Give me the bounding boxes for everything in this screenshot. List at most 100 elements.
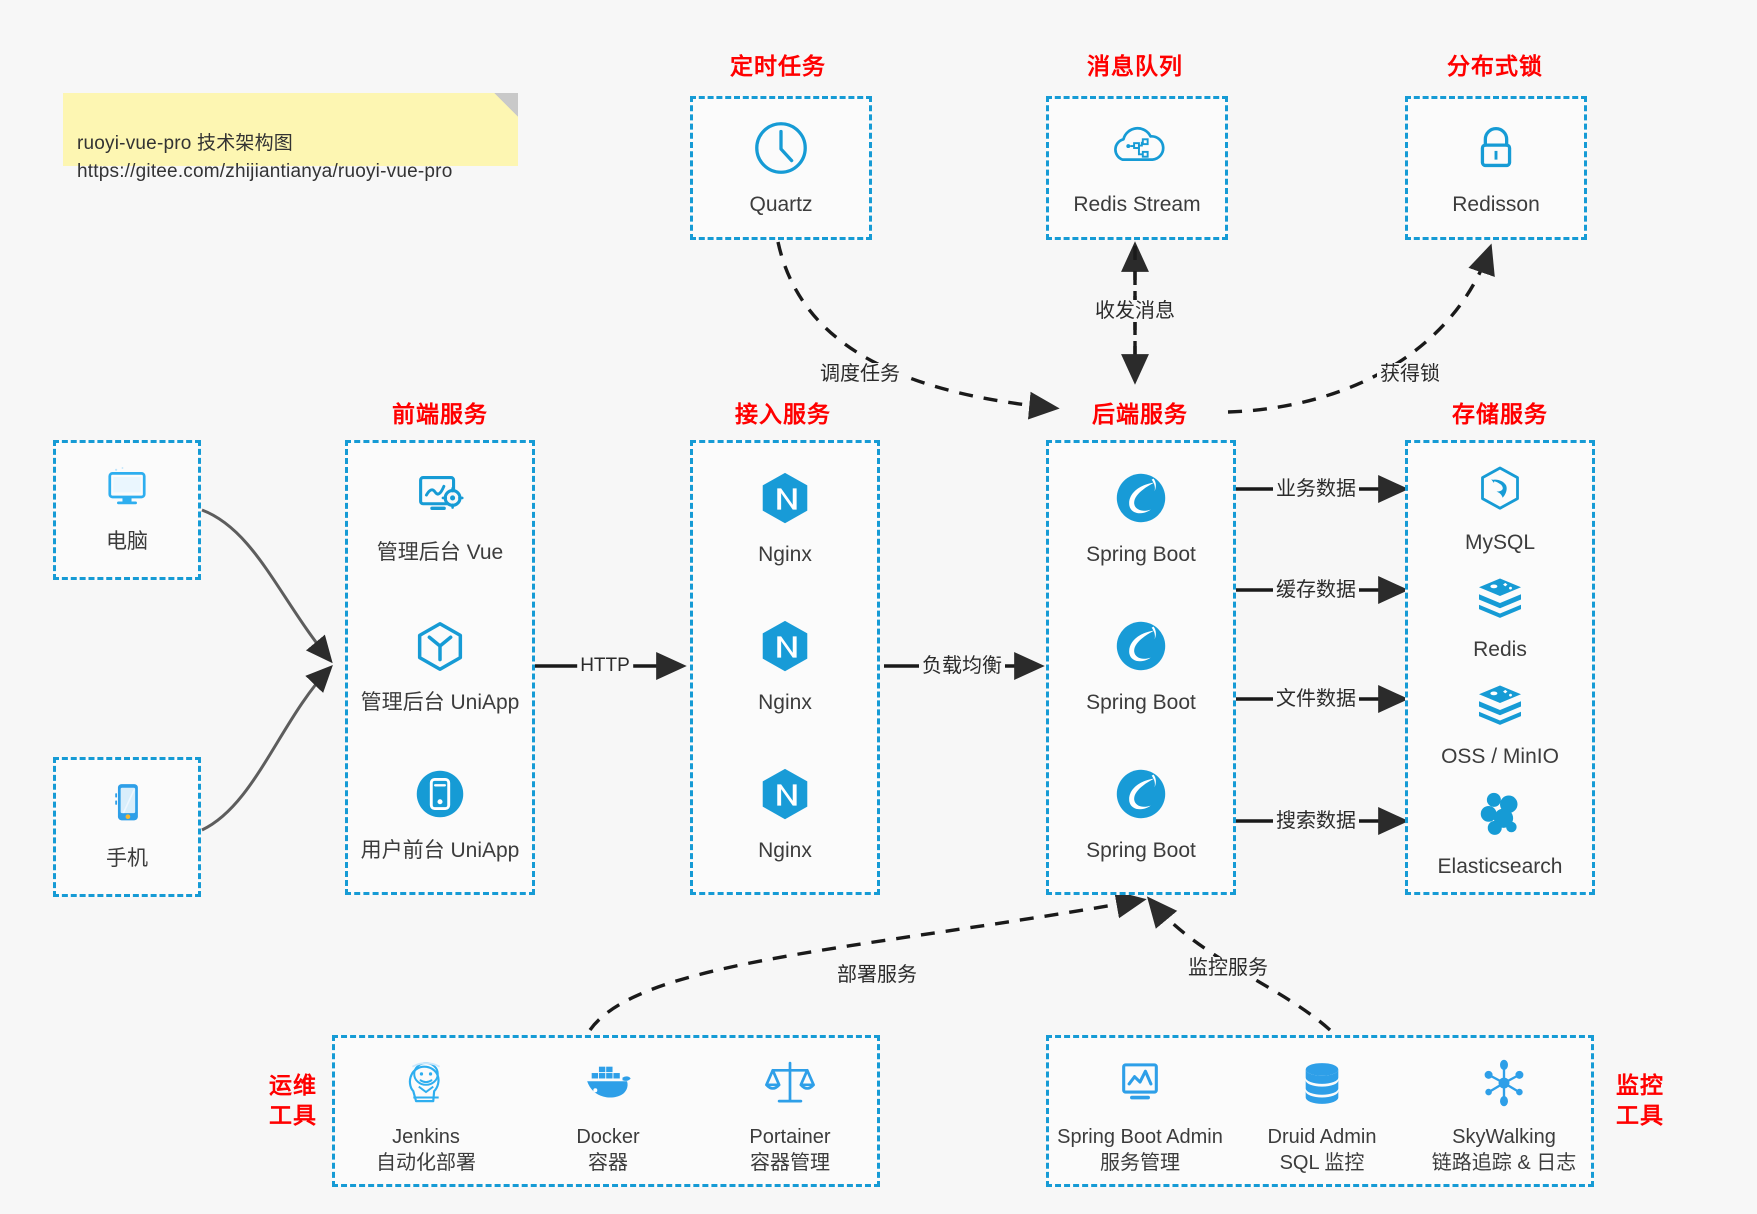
group-title-scheduled: 定时任务 — [730, 53, 826, 79]
node-label: Nginx — [758, 691, 812, 714]
spring-icon — [1110, 467, 1172, 534]
app-icon — [409, 763, 471, 830]
node-druid-admin[interactable]: Druid Admin SQL 监控 — [1231, 1054, 1413, 1176]
spring-icon — [1110, 615, 1172, 682]
node-label: Spring Boot — [1086, 839, 1196, 862]
note-fold-corner — [494, 93, 518, 117]
edge-label-acquire-lock: 获得锁 — [1377, 363, 1443, 385]
node-jenkins[interactable]: Jenkins 自动化部署 — [335, 1054, 517, 1176]
edge-mobile-to-frontend — [201, 664, 333, 832]
elasticsearch-icon — [1472, 785, 1528, 846]
node-quartz[interactable]: Quartz — [693, 117, 869, 218]
group-box-devops: Jenkins 自动化部署 Docker 容器 — [332, 1035, 880, 1187]
group-box-mobile: 手机 — [53, 757, 201, 897]
group-title-gateway: 接入服务 — [735, 401, 831, 427]
mobile-icon — [98, 775, 156, 838]
group-box-mq: Redis Stream — [1046, 96, 1228, 240]
group-box-lock: Redisson — [1405, 96, 1587, 240]
node-label: Quartz — [749, 193, 813, 216]
lock-icon — [1465, 117, 1527, 184]
nginx-icon — [754, 615, 816, 682]
group-box-monitor: Spring Boot Admin 服务管理 Druid Admin SQL 监… — [1046, 1035, 1594, 1187]
node-nginx-3[interactable]: Nginx — [693, 763, 877, 864]
node-oss-minio[interactable]: OSS / MinIO — [1408, 675, 1592, 770]
portainer-icon — [761, 1054, 819, 1117]
clock-icon — [750, 117, 812, 184]
node-label: Redisson — [1452, 193, 1540, 216]
edge-acquire-lock — [1227, 243, 1495, 414]
node-label: Spring Boot Admin 服务管理 — [1057, 1126, 1223, 1174]
node-label: Druid Admin SQL 监控 — [1267, 1126, 1377, 1174]
edge-label-monitor-service: 监控服务 — [1185, 957, 1271, 979]
edge-label-business-data: 业务数据 — [1273, 478, 1359, 500]
node-portainer[interactable]: Portainer 容器管理 — [699, 1054, 881, 1176]
node-spring-boot-3[interactable]: Spring Boot — [1049, 763, 1233, 864]
docker-icon — [579, 1054, 637, 1117]
node-label: OSS / MinIO — [1441, 745, 1559, 768]
node-label: Docker 容器 — [576, 1126, 640, 1174]
group-box-storage: MySQL Redis — [1405, 440, 1595, 895]
mysql-icon — [1472, 461, 1528, 522]
group-title-storage: 存储服务 — [1452, 401, 1548, 427]
node-elasticsearch[interactable]: Elasticsearch — [1408, 785, 1592, 880]
group-box-scheduled: Quartz — [690, 96, 872, 240]
group-box-frontend: 管理后台 Vue 管理后台 UniApp 用户前台 UniApp — [345, 440, 535, 895]
node-label: 管理后台 Vue — [376, 541, 504, 564]
node-redis[interactable]: Redis — [1408, 568, 1592, 663]
edge-label-file-data: 文件数据 — [1273, 688, 1359, 710]
node-redis-stream[interactable]: Redis Stream — [1049, 117, 1225, 218]
desktop-icon — [98, 458, 156, 521]
group-title-devops: 运维 工具 — [269, 1072, 317, 1128]
node-admin-vue[interactable]: 管理后台 Vue — [348, 465, 532, 566]
database-icon — [1293, 1054, 1351, 1117]
node-spring-boot-admin[interactable]: Spring Boot Admin 服务管理 — [1049, 1054, 1231, 1176]
group-title-lock: 分布式锁 — [1447, 53, 1543, 79]
node-nginx-1[interactable]: Nginx — [693, 467, 877, 568]
edge-label-load-balance: 负载均衡 — [919, 655, 1005, 677]
edge-label-send-receive-message: 收发消息 — [1092, 300, 1178, 322]
node-label: Elasticsearch — [1437, 855, 1563, 878]
node-label: Nginx — [758, 839, 812, 862]
node-mysql[interactable]: MySQL — [1408, 461, 1592, 556]
monitor-chart-icon — [1111, 1054, 1169, 1117]
skywalking-icon — [1475, 1054, 1533, 1117]
spring-icon — [1110, 763, 1172, 830]
sticky-note: ruoyi-vue-pro 技术架构图 https://gitee.com/zh… — [63, 93, 518, 182]
redis-icon — [1472, 568, 1528, 629]
group-box-gateway: Nginx Nginx Nginx — [690, 440, 880, 895]
node-redisson[interactable]: Redisson — [1408, 117, 1584, 218]
node-skywalking[interactable]: SkyWalking 链路追踪 & 日志 — [1413, 1054, 1595, 1176]
node-desktop[interactable]: 电脑 — [56, 458, 198, 555]
edge-label-search-data: 搜索数据 — [1273, 810, 1359, 832]
group-box-backend: Spring Boot Spring Boot Spring Boot — [1046, 440, 1236, 895]
node-label: Redis — [1473, 638, 1527, 661]
node-admin-uniapp[interactable]: 管理后台 UniApp — [348, 615, 532, 716]
node-docker[interactable]: Docker 容器 — [517, 1054, 699, 1176]
edge-label-schedule-task: 调度任务 — [817, 363, 903, 385]
sticky-note-text: ruoyi-vue-pro 技术架构图 https://gitee.com/zh… — [77, 133, 453, 182]
node-mobile[interactable]: 手机 — [56, 775, 198, 872]
group-title-frontend: 前端服务 — [392, 401, 488, 427]
group-title-backend: 后端服务 — [1092, 401, 1188, 427]
node-label: 手机 — [106, 847, 148, 870]
edge-desktop-to-frontend — [201, 508, 333, 664]
group-box-desktop: 电脑 — [53, 440, 201, 580]
node-label: 管理后台 UniApp — [360, 691, 520, 714]
cube-icon — [409, 615, 471, 682]
group-title-monitor: 监控 工具 — [1616, 1072, 1664, 1128]
nginx-icon — [754, 467, 816, 534]
node-nginx-2[interactable]: Nginx — [693, 615, 877, 716]
node-spring-boot-2[interactable]: Spring Boot — [1049, 615, 1233, 716]
oss-icon — [1472, 675, 1528, 736]
node-spring-boot-1[interactable]: Spring Boot — [1049, 467, 1233, 568]
node-user-uniapp[interactable]: 用户前台 UniApp — [348, 763, 532, 864]
dashboard-icon — [409, 465, 471, 532]
node-label: MySQL — [1464, 531, 1535, 554]
edge-label-cache-data: 缓存数据 — [1273, 579, 1359, 601]
node-label: Spring Boot — [1086, 543, 1196, 566]
jenkins-icon — [397, 1054, 455, 1117]
node-label: Jenkins 自动化部署 — [376, 1126, 476, 1174]
node-label: Redis Stream — [1073, 193, 1201, 216]
edge-label-deploy-service: 部署服务 — [834, 964, 920, 986]
